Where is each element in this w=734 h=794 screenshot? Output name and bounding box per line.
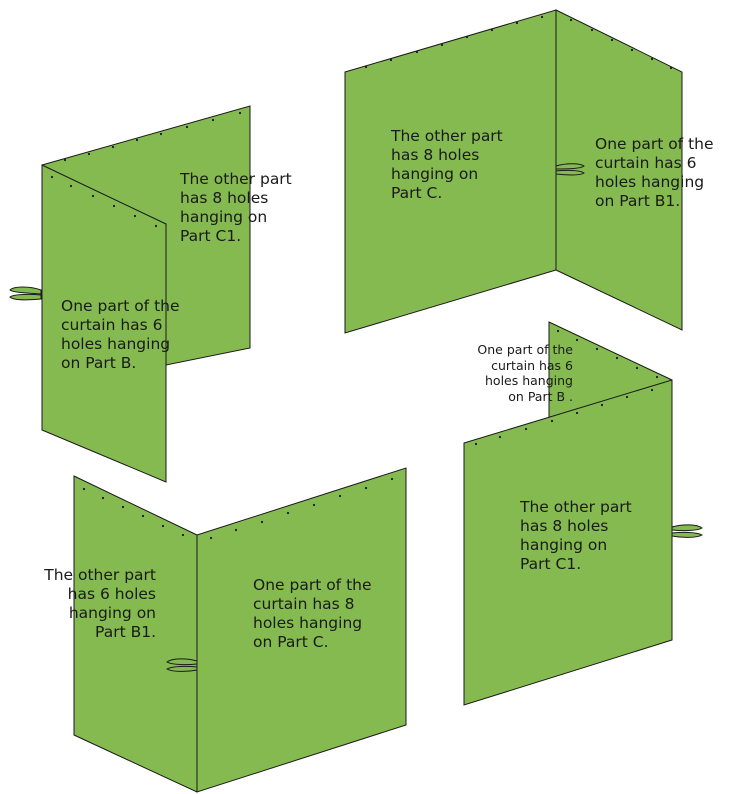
hole [575, 411, 579, 415]
figure-3-left-holes [82, 487, 185, 537]
figure-1-front-holes [50, 175, 158, 228]
figure-3-left-panel-label: The other part has 6 holes hanging on Pa… [44, 566, 156, 641]
hole [161, 524, 165, 528]
hole [154, 224, 158, 228]
hole [121, 505, 125, 509]
figure-3-right-panel [196, 467, 407, 793]
figure-4-front-panel-label: The other part has 8 holes hanging on Pa… [520, 498, 632, 573]
hole [101, 496, 105, 500]
figure-1-back-panel-label: The other part has 8 holes hanging on Pa… [180, 170, 292, 245]
figure-2-right-panel [555, 9, 683, 331]
hole [63, 158, 67, 162]
figure-2-tie [555, 163, 585, 176]
figure-1-front-panel-label: One part of the curtain has 6 holes hang… [61, 297, 180, 372]
hole [474, 442, 478, 446]
hole [338, 494, 342, 498]
figure-2-left-panel-label: The other part has 8 holes hanging on Pa… [391, 127, 503, 202]
hole [181, 533, 185, 537]
hole [600, 403, 604, 407]
hole [490, 28, 494, 32]
figure-2-right-holes [569, 18, 673, 70]
hole [364, 65, 368, 69]
hole [286, 511, 290, 515]
hole [556, 329, 560, 333]
hole [260, 520, 264, 524]
hole [133, 214, 137, 218]
figure-2-right-panel-label: One part of the curtain has 6 holes hang… [595, 135, 714, 210]
hole [669, 66, 673, 70]
hole [238, 111, 242, 115]
hole [595, 347, 599, 351]
hole [111, 145, 115, 149]
hole [50, 175, 54, 179]
hole [655, 375, 659, 379]
hole [112, 204, 116, 208]
hole [159, 132, 163, 136]
figure-4-front-panel [463, 379, 673, 706]
figure-3-tie [166, 658, 198, 672]
hole [87, 152, 91, 156]
figure-1 [9, 105, 251, 483]
hole [82, 487, 86, 491]
hole [69, 184, 73, 188]
hole [211, 118, 215, 122]
hole [498, 435, 502, 439]
figure-1-tie [9, 286, 42, 301]
hole [550, 419, 554, 423]
hole [540, 15, 544, 19]
figure-3 [73, 467, 407, 793]
hole [415, 50, 419, 54]
figure-2 [344, 9, 683, 334]
figure-1-back-holes [63, 111, 242, 162]
figure-4-front-holes [474, 388, 654, 446]
hole [209, 536, 213, 540]
figure-4 [463, 321, 703, 706]
hole [610, 38, 614, 42]
hole [141, 514, 145, 518]
hole [312, 503, 316, 507]
figure-2-left-holes [364, 15, 544, 69]
figure-1-front-panel [41, 164, 167, 483]
hole [185, 125, 189, 129]
figure-3-right-holes [209, 477, 394, 540]
hole [625, 395, 629, 399]
figure-4-back-panel-label: One part of the curtain has 6 holes hang… [477, 342, 573, 404]
hole [364, 486, 368, 490]
hole [650, 57, 654, 61]
figure-3-right-panel-label: One part of the curtain has 8 holes hang… [253, 576, 372, 651]
hole [91, 194, 95, 198]
figure-4-back-holes [556, 329, 659, 379]
hole [635, 366, 639, 370]
hole [389, 58, 393, 62]
hole [650, 388, 654, 392]
hole [615, 356, 619, 360]
hole [135, 138, 139, 142]
hole [515, 21, 519, 25]
hole [630, 48, 634, 52]
hole [234, 528, 238, 532]
hole [590, 28, 594, 32]
hole [524, 427, 528, 431]
figure-4-tie [671, 524, 703, 538]
hole [569, 18, 573, 22]
hole [440, 43, 444, 47]
hole [575, 338, 579, 342]
hole [390, 477, 394, 481]
hole [465, 35, 469, 39]
